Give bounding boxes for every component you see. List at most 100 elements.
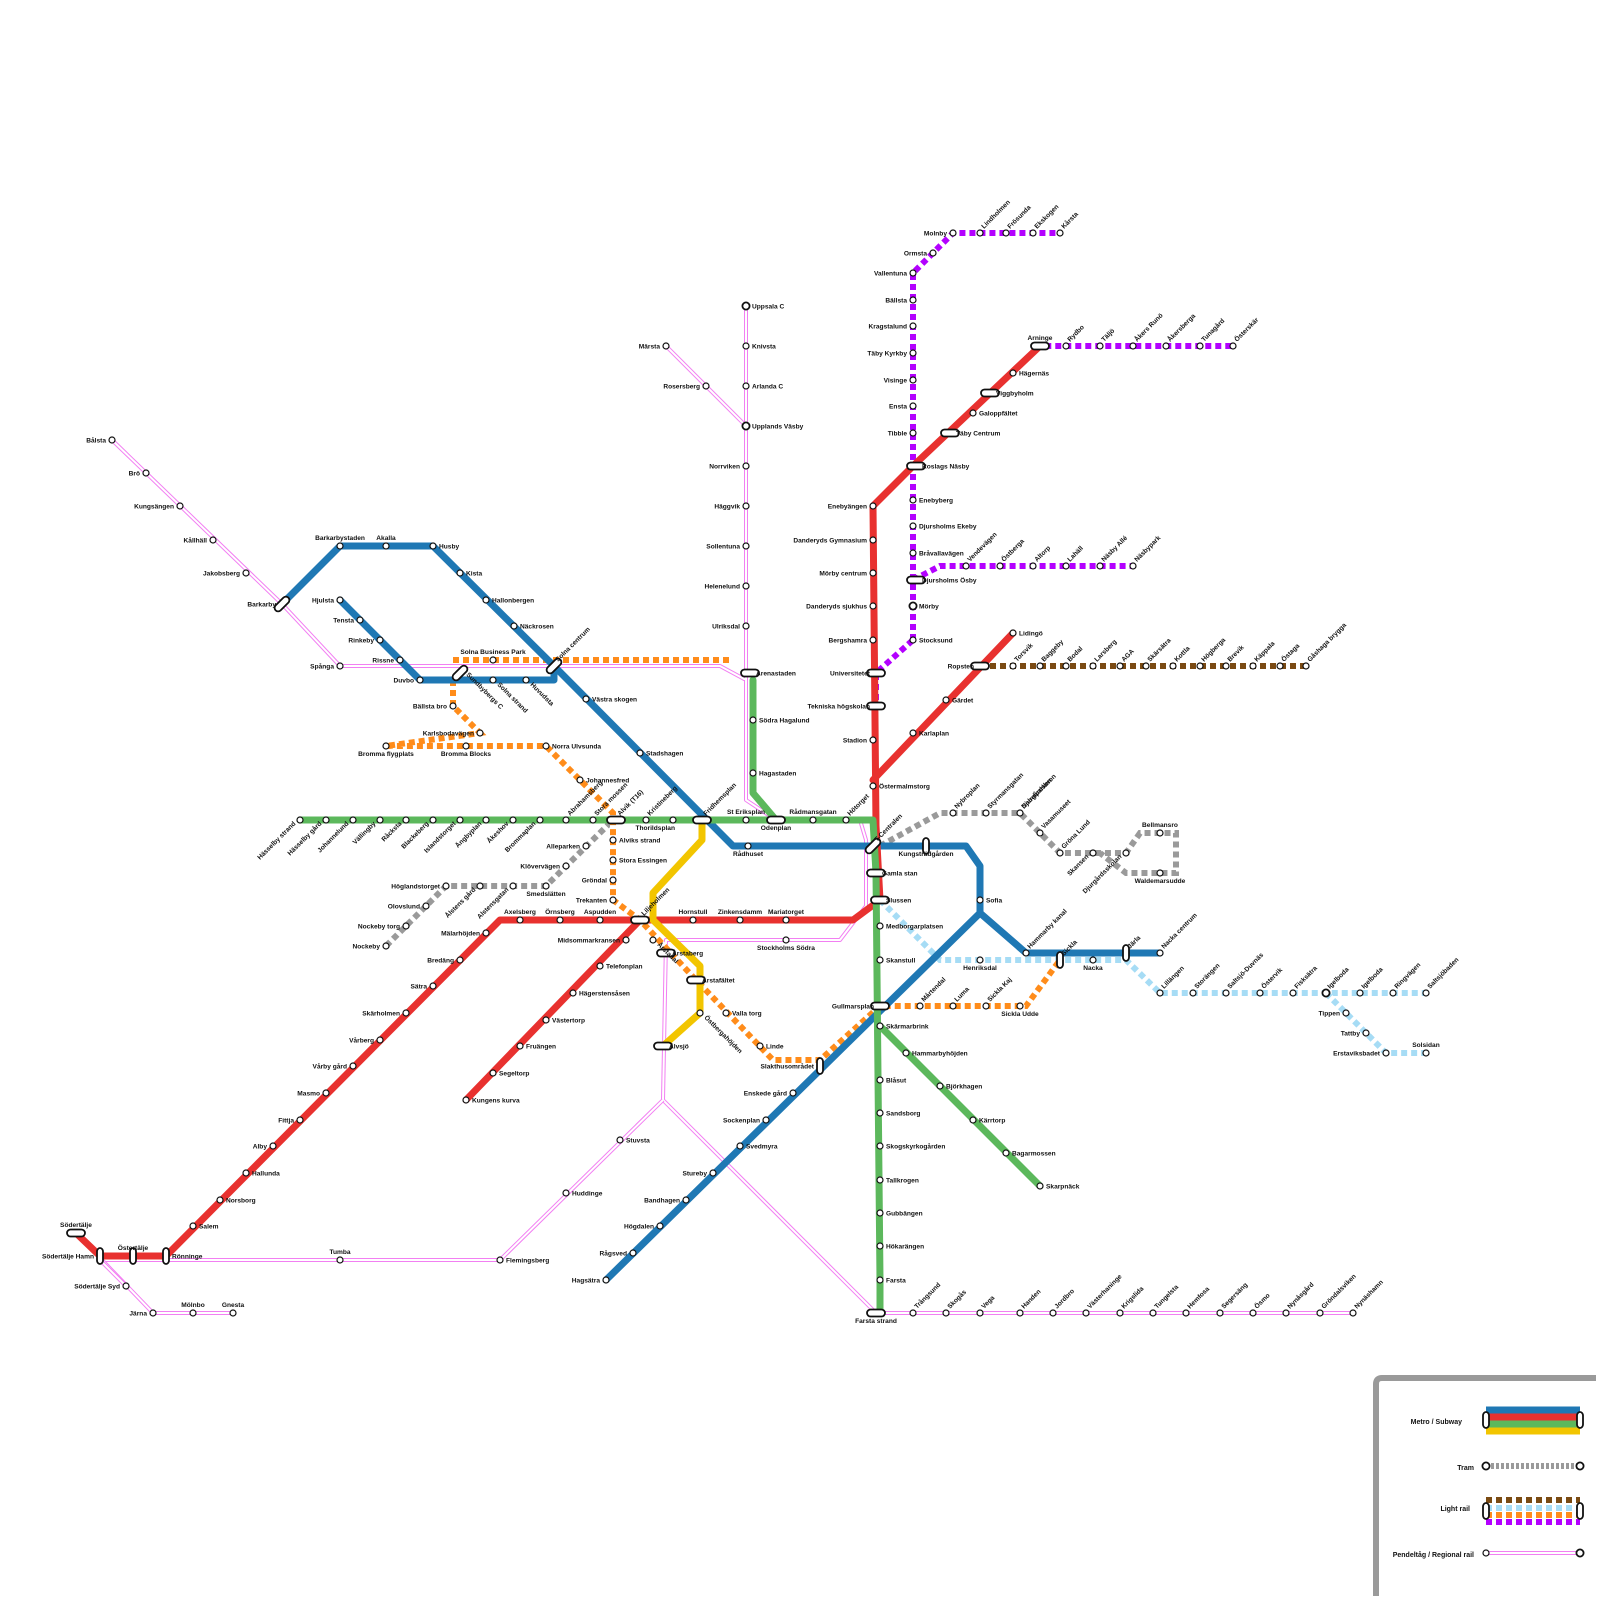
legend-marker-1[interactable] (1576, 1411, 1584, 1429)
station-sollentuna[interactable] (742, 542, 750, 550)
station-akers-runo[interactable] (1129, 342, 1137, 350)
station-ropsten[interactable] (970, 661, 990, 671)
station-gubbangen[interactable] (876, 1209, 884, 1217)
station-sickla-udde[interactable] (1016, 1002, 1024, 1010)
station-helenelund[interactable] (742, 582, 750, 590)
station-aspudden[interactable] (596, 916, 604, 924)
station-nacka[interactable] (1089, 956, 1097, 964)
station-slakthusomradet[interactable] (816, 1057, 824, 1075)
station-roslags-nasby[interactable] (906, 461, 926, 471)
station-ostervik[interactable] (1256, 989, 1264, 997)
station-enskede-gard[interactable] (789, 1089, 797, 1097)
station-luma[interactable] (949, 1002, 957, 1010)
station-sodertalje[interactable] (66, 1228, 86, 1238)
station-alstensgatan[interactable] (509, 882, 517, 890)
station-ostbergahojden[interactable] (696, 1009, 704, 1017)
station-husby[interactable] (429, 542, 437, 550)
station-altorp[interactable] (1029, 562, 1037, 570)
station-sickla-kaj[interactable] (982, 1002, 990, 1010)
station-baggeby[interactable] (1036, 662, 1044, 670)
station-visinge[interactable] (909, 376, 917, 384)
station-ringvagen[interactable] (1389, 989, 1397, 997)
station-sandsborg[interactable] (876, 1109, 884, 1117)
station-angbyplan[interactable] (482, 816, 490, 824)
station-vallentuna[interactable] (909, 269, 917, 277)
station-nockeby[interactable] (382, 942, 390, 950)
station-storangen[interactable] (1189, 989, 1197, 997)
station-karsta[interactable] (1056, 229, 1064, 237)
station-karlaplan[interactable] (909, 729, 917, 737)
station-taby-centrum[interactable] (940, 428, 960, 438)
station-sickla[interactable] (1056, 951, 1064, 969)
station-fridhemsplan[interactable] (692, 815, 712, 825)
station-solna-bp[interactable] (489, 656, 497, 664)
station-vega[interactable] (976, 1309, 984, 1317)
station-johannelund[interactable] (349, 816, 357, 824)
station-saltsjo-duvnas[interactable] (1222, 989, 1230, 997)
station-lillangen[interactable] (1156, 989, 1164, 997)
station-bro[interactable] (142, 469, 150, 477)
station-vastertorp[interactable] (542, 1016, 550, 1024)
station-morby-centrum[interactable] (869, 569, 877, 577)
station-racksta[interactable] (402, 816, 410, 824)
station-uppsala[interactable] (741, 301, 751, 311)
station-brommaplan[interactable] (536, 816, 544, 824)
station-ostertalje[interactable] (129, 1247, 137, 1265)
station-handen[interactable] (1016, 1309, 1024, 1317)
station-alvik[interactable] (606, 815, 626, 825)
legend-marker-0[interactable] (1482, 1411, 1490, 1429)
station-sodertalje-syd[interactable] (122, 1282, 130, 1290)
station-kungsangen[interactable] (176, 502, 184, 510)
station-hoglandstorget[interactable] (442, 882, 450, 890)
station-danderyds-gymnasium[interactable] (869, 536, 877, 544)
station-grondal[interactable] (609, 876, 617, 884)
station-lahall[interactable] (1062, 562, 1070, 570)
station-grona-lund[interactable] (1056, 849, 1064, 857)
station-rissne[interactable] (396, 656, 404, 664)
station-skanstull[interactable] (876, 956, 884, 964)
station-gamla-stan[interactable] (866, 868, 886, 878)
station-frosunda[interactable] (1002, 229, 1010, 237)
station-bredang[interactable] (456, 956, 464, 964)
station-norsborg[interactable] (216, 1196, 224, 1204)
station-nockeby-torg[interactable] (402, 922, 410, 930)
station-midsommarkransen[interactable] (622, 936, 630, 944)
station-hogberga[interactable] (1196, 662, 1204, 670)
station-nynashamn[interactable] (1349, 1309, 1357, 1317)
station-axelsberg[interactable] (516, 916, 524, 924)
station-solsidan[interactable] (1422, 1049, 1430, 1057)
station-barkarby[interactable] (273, 595, 291, 613)
station-stockholms-sodra[interactable] (782, 936, 790, 944)
station-akalla[interactable] (382, 542, 390, 550)
station-hotorget[interactable] (842, 816, 850, 824)
station-hammarbyhojden[interactable] (902, 1049, 910, 1057)
station-sofia[interactable] (976, 896, 984, 904)
station-solna-c[interactable] (545, 657, 563, 675)
station-hogdalen[interactable] (656, 1222, 664, 1230)
station-segersang[interactable] (1216, 1309, 1224, 1317)
station-bagarmossen[interactable] (1002, 1149, 1010, 1157)
station-norrviken[interactable] (742, 462, 750, 470)
station-sodra-satra[interactable] (429, 982, 437, 990)
station-gnesta[interactable] (229, 1309, 237, 1317)
station-aga[interactable] (1116, 662, 1124, 670)
station-stora-essingen[interactable] (609, 856, 617, 864)
station-masmo[interactable] (322, 1089, 330, 1097)
station-nynasgard[interactable] (1282, 1309, 1290, 1317)
station-spanga[interactable] (336, 662, 344, 670)
station-morby[interactable] (908, 601, 918, 611)
station-ballsta-bro[interactable] (449, 702, 457, 710)
station-linde[interactable] (756, 1042, 764, 1050)
station-kista[interactable] (456, 569, 464, 577)
station-arstaberg[interactable] (656, 948, 676, 958)
station-stocksund[interactable] (909, 636, 917, 644)
legend-marker-3[interactable] (1575, 1461, 1585, 1471)
station-torsvik[interactable] (1009, 662, 1017, 670)
station-marsta[interactable] (662, 342, 670, 350)
station-liljeholmen[interactable] (630, 915, 650, 925)
station-slussen[interactable] (870, 895, 890, 905)
station-farsta[interactable] (876, 1276, 884, 1284)
station-trangsund[interactable] (909, 1309, 917, 1317)
station-tekniska[interactable] (866, 701, 886, 711)
station-hallunda[interactable] (242, 1169, 250, 1177)
